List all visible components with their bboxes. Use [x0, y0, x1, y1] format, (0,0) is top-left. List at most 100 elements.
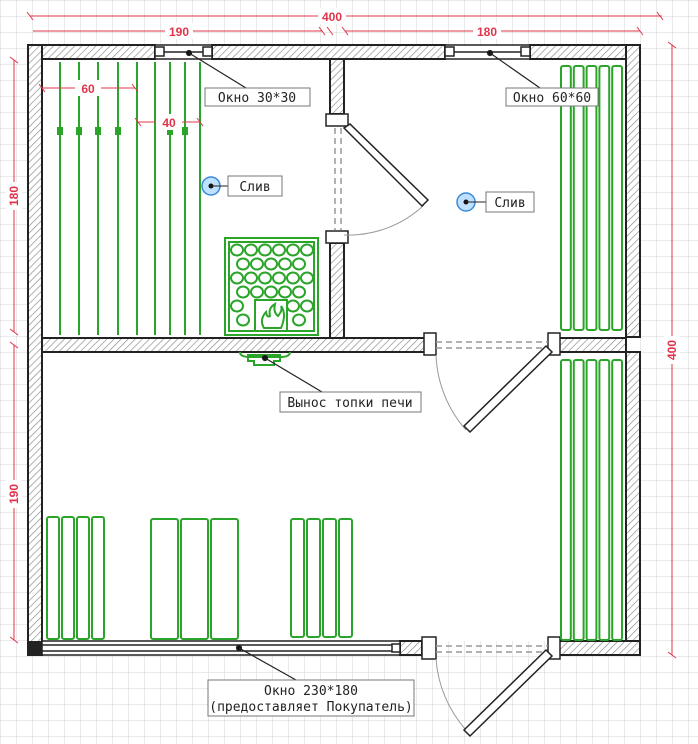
stone — [236, 313, 250, 327]
wall-top-left — [27, 44, 156, 60]
wall-middle-right — [554, 337, 627, 353]
label-stove-firebox: Вынос топки печи — [287, 396, 412, 411]
wall-top-mid — [211, 44, 446, 60]
dim-left-top-height: 180 — [7, 186, 21, 206]
bench-slat — [611, 359, 624, 641]
stone — [230, 271, 244, 285]
dim-right-room-width: 180 — [477, 25, 497, 39]
stone — [292, 285, 306, 299]
dim-bench-step: 40 — [162, 116, 176, 130]
bench-rest-room-right — [560, 359, 624, 641]
shelf-support — [57, 127, 63, 135]
bench-slat — [598, 65, 611, 331]
stone — [264, 285, 278, 299]
bench-slat — [91, 516, 105, 640]
label-window-60x60: Окно 60*60 — [513, 91, 591, 106]
shelf-support — [182, 127, 188, 135]
wall-bottom-stub — [399, 640, 423, 656]
bench-slat — [611, 65, 624, 331]
dim-left-bottom-height: 190 — [7, 484, 21, 504]
dim-left-room-width: 190 — [169, 25, 189, 39]
wall-middle-left — [41, 337, 431, 353]
stone — [258, 271, 272, 285]
bench-slat — [338, 518, 353, 638]
bench-slat — [180, 518, 209, 640]
label-window-30x30: Окно 30*30 — [218, 91, 296, 106]
bench-slat — [598, 359, 611, 641]
stone — [264, 257, 278, 271]
door-steam-room[interactable] — [325, 113, 430, 244]
label-window-230x180-line2: (предоставляет Покупатель) — [209, 700, 413, 715]
stone — [236, 285, 250, 299]
stove — [224, 237, 319, 366]
stone — [300, 299, 314, 313]
stone — [244, 243, 258, 257]
stone — [272, 271, 286, 285]
bench-slat — [572, 359, 585, 641]
bench-slat — [585, 65, 598, 331]
bench-rest-room-2 — [150, 518, 239, 640]
door-entrance[interactable] — [421, 636, 561, 738]
stone — [286, 271, 300, 285]
wall-partition-upper — [329, 58, 345, 115]
bench-slat — [322, 518, 337, 638]
window-30x30 — [154, 44, 213, 60]
leader-lines — [185, 49, 541, 681]
stone — [286, 243, 300, 257]
steam-room-shelves — [57, 62, 201, 335]
stone — [300, 271, 314, 285]
wall-partition-lower — [329, 242, 345, 339]
stone — [230, 299, 244, 313]
bench-slat — [76, 516, 90, 640]
dim-bench-width: 60 — [81, 82, 95, 96]
drain-right — [456, 192, 486, 212]
bench-slat — [560, 65, 572, 331]
window-230x180 — [41, 640, 401, 656]
wall-top-right — [529, 44, 641, 60]
drain-left — [201, 176, 228, 196]
dimension-labels: 400 190 180 60 40 180 190 400 — [6, 8, 680, 508]
stone — [272, 243, 286, 257]
stone — [244, 271, 258, 285]
stone — [292, 313, 306, 327]
wall-right-bottom — [625, 351, 641, 642]
wall-corner — [28, 641, 42, 655]
shelf-support — [76, 127, 82, 135]
stone — [250, 257, 264, 271]
stone — [278, 285, 292, 299]
stone — [230, 243, 244, 257]
dim-total-width: 400 — [322, 10, 342, 24]
benches — [46, 62, 624, 641]
wall-bottom-right — [554, 640, 641, 656]
bench-slat — [560, 359, 572, 641]
fire-icon — [260, 301, 285, 329]
label-drain-left: Слив — [239, 180, 270, 195]
bench-slat — [210, 518, 239, 640]
stone — [292, 257, 306, 271]
bench-slat — [306, 518, 321, 638]
bench-slat — [150, 518, 179, 640]
bench-slat — [572, 65, 585, 331]
stone — [278, 257, 292, 271]
dim-total-height: 400 — [665, 340, 679, 360]
bench-slat — [290, 518, 305, 638]
bench-rest-room-1 — [46, 516, 105, 640]
bench-rest-room-3 — [290, 518, 353, 638]
shelf-support — [95, 127, 101, 135]
door-washroom[interactable] — [423, 332, 561, 434]
wall-right-top — [625, 44, 641, 338]
label-window-230x180-line1: Окно 230*180 — [264, 684, 358, 699]
bench-slat — [585, 359, 598, 641]
stone — [300, 243, 314, 257]
stove-stones — [230, 243, 314, 327]
wall-left — [27, 44, 43, 656]
bench-washroom — [560, 65, 624, 331]
bench-slat — [46, 516, 60, 640]
stone — [236, 257, 250, 271]
stone — [258, 243, 272, 257]
stone — [250, 285, 264, 299]
label-drain-right: Слив — [494, 196, 525, 211]
bench-slat — [61, 516, 75, 640]
